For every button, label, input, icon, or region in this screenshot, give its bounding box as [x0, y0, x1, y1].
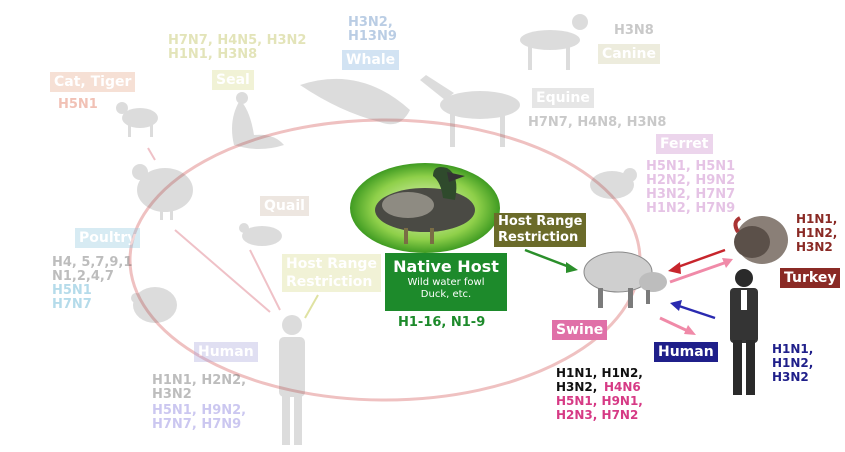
- human-silhouette-right: [730, 269, 758, 395]
- native-host-box: Native Host Wild water fowl Duck, etc.: [385, 253, 507, 311]
- seal-silhouette: [232, 92, 284, 149]
- native-host-title: Native Host: [385, 257, 507, 277]
- swine-strains-black-2: H3N2,: [556, 380, 602, 394]
- equine-label: Equine: [532, 88, 594, 108]
- host-range-restriction-left: Host Range Restriction: [282, 254, 381, 292]
- whale-silhouette: [300, 79, 410, 124]
- turkey-label: Turkey: [780, 268, 840, 288]
- arrow-native-to-swine: [525, 250, 578, 273]
- seal-label: Seal: [212, 70, 254, 90]
- quail-label: Quail: [260, 196, 309, 216]
- arrow-human-to-swine: [670, 300, 715, 318]
- turkey-strains: H1N1, H1N2, H3N2: [796, 212, 837, 254]
- human-left-strains-b: H5N1, H9N2, H7N7, H7N9: [152, 404, 246, 432]
- arrow-turkey-to-swine: [668, 250, 725, 274]
- native-host-duck: [350, 163, 500, 253]
- host-range-restriction-right: Host Range Restriction: [494, 213, 586, 247]
- turkey-silhouette-right: [734, 216, 788, 264]
- ferret-label: Ferret: [656, 134, 713, 154]
- swine-strains-pink-2: H5N1, H9N1, H2N3, H7N2: [556, 394, 643, 422]
- ferret-strains: H5N1, H5N1 H2N2, H9N2 H3N2, H7N7 H1N2, H…: [646, 160, 735, 216]
- poultry-strains-b: H5N1 H7N7: [52, 284, 92, 312]
- cat-silhouette: [116, 102, 158, 137]
- dog-silhouette: [520, 14, 588, 70]
- whale-label: Whale: [342, 50, 399, 70]
- arrow-swine-to-human: [660, 318, 696, 335]
- native-host-strains: H1-16, N1-9: [398, 316, 485, 330]
- whale-strains: H3N2, H13N9: [348, 16, 397, 44]
- equine-strains: H7N7, H4N8, H3N8: [528, 116, 666, 130]
- human-right-strains: H1N1, H1N2, H3N2: [772, 342, 813, 384]
- canine-label: Canine: [598, 44, 660, 64]
- quail-silhouette: [239, 223, 282, 246]
- swine-strains-black-1: H1N1, H1N2,: [556, 366, 643, 380]
- swine-strains-pink-1: H4N6: [604, 380, 641, 394]
- native-host-subtitle: Wild water fowl Duck, etc.: [385, 277, 507, 301]
- swine-label: Swine: [552, 320, 607, 340]
- human-silhouette-left: [279, 315, 305, 445]
- cat-tiger-strains: H5N1: [58, 98, 98, 112]
- human-left-label: Human: [194, 342, 258, 362]
- poultry-strains-a: H4, 5,7,9,1 N1,2,4,7: [52, 256, 132, 284]
- cat-tiger-label: Cat, Tiger: [50, 72, 135, 92]
- ferret-silhouette: [590, 168, 637, 199]
- human-left-strains-a: H1N1, H2N2, H3N2: [152, 374, 246, 402]
- canine-strains: H3N8: [614, 24, 654, 38]
- poultry-label: Poultry: [75, 228, 140, 248]
- seal-strains: H7N7, H4N5, H3N2 H1N1, H3N8: [168, 34, 306, 62]
- horse-silhouette: [420, 75, 520, 147]
- swine-silhouette: [584, 252, 667, 308]
- human-right-label: Human: [654, 342, 718, 362]
